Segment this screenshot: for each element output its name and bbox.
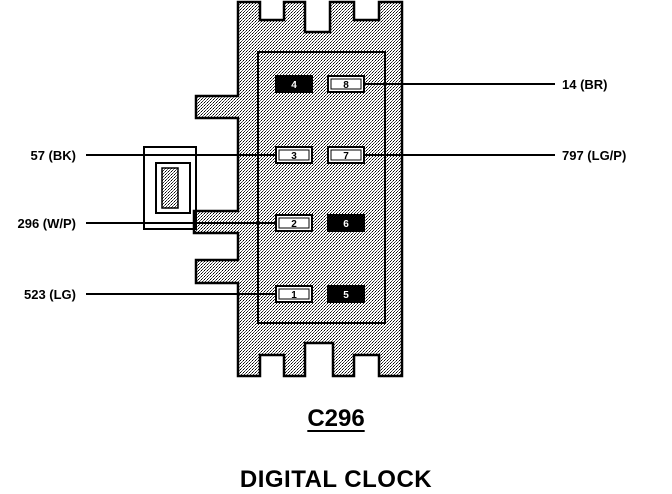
wire-label: 523 (LG)	[24, 287, 76, 302]
connector-id: C296	[307, 405, 365, 432]
component-name: DIGITAL CLOCK	[239, 466, 433, 493]
wire-label: 14 (BR)	[562, 77, 608, 92]
connector-inner-outline	[257, 51, 386, 324]
wire-pin-7: 797 (LG/P)	[364, 148, 626, 163]
pins-layer: 4 8 3 7 2 6 1 5	[275, 75, 365, 303]
pin-cavity-inner	[278, 288, 310, 300]
latch-outer	[143, 146, 197, 230]
pin-6: 6	[327, 214, 365, 232]
wire-label: 797 (LG/P)	[562, 148, 626, 163]
pin-cavity-inner	[278, 217, 310, 229]
pin-number: 7	[343, 151, 349, 162]
pin-number: 2	[291, 219, 297, 230]
pin-number: 6	[343, 219, 349, 230]
connector-id-caption: C296	[0, 405, 672, 433]
wire-label: 57 (BK)	[30, 148, 76, 163]
pin-cavity-inner	[330, 149, 362, 161]
pin-1: 1	[275, 285, 313, 303]
pin-number: 3	[291, 151, 297, 162]
pin-cavity-inner	[278, 149, 310, 161]
latch-tab	[161, 167, 179, 209]
pin-number: 5	[343, 290, 349, 301]
pin-8: 8	[327, 75, 365, 93]
wire-pin-1: 523 (LG)	[24, 287, 276, 302]
pin-number: 8	[343, 80, 349, 91]
pin-4: 4	[275, 75, 313, 93]
pin-cavity-inner	[330, 78, 362, 90]
wire-pin-2: 296 (W/P)	[17, 216, 276, 231]
pin-7: 7	[327, 146, 365, 164]
pin-cavity	[327, 214, 365, 232]
pin-number: 4	[291, 80, 297, 91]
wire-label: 296 (W/P)	[17, 216, 76, 231]
pin-cavity	[275, 75, 313, 93]
pin-5: 5	[327, 285, 365, 303]
connector-housing	[192, 0, 404, 378]
wire-pin-8: 14 (BR)	[364, 77, 608, 92]
pin-2: 2	[275, 214, 313, 232]
pin-cavity	[327, 285, 365, 303]
pin-3: 3	[275, 146, 313, 164]
pin-number: 1	[291, 290, 297, 301]
wires-layer: 14 (BR) 57 (BK) 797 (LG/P) 296 (W/P) 523 (LG…	[17, 77, 626, 302]
wire-pin-3: 57 (BK)	[30, 148, 276, 163]
